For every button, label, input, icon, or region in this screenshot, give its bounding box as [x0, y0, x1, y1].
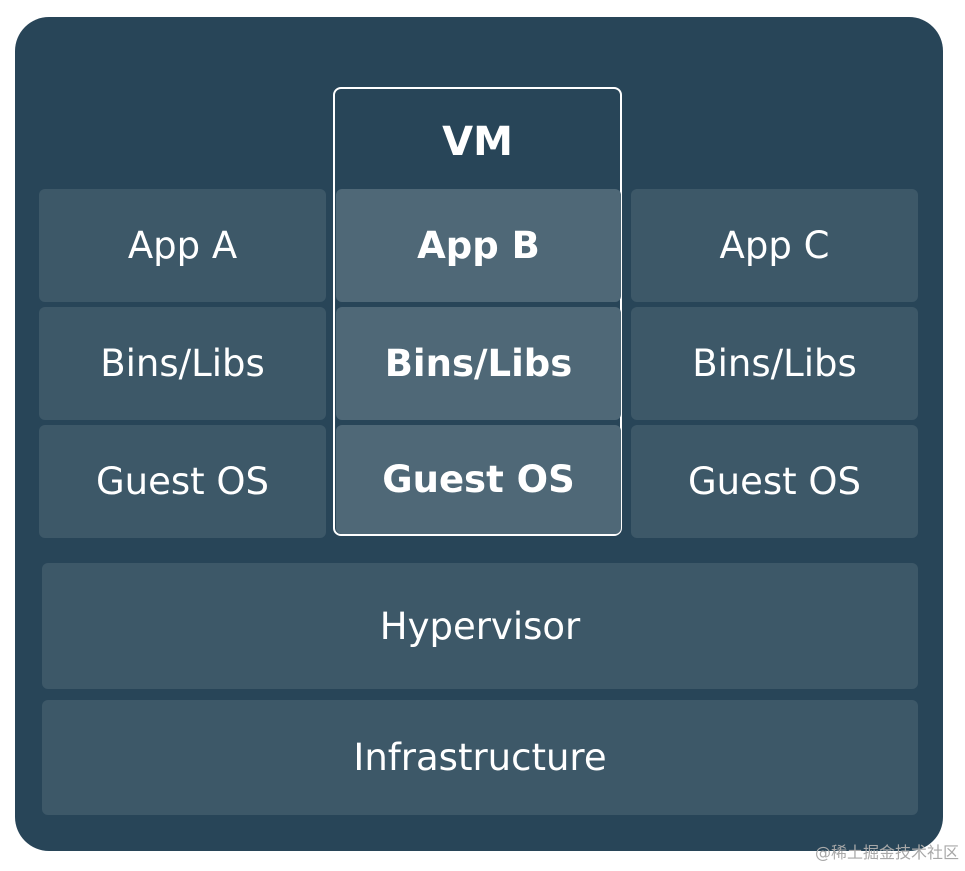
app-b-box: App B — [336, 189, 621, 302]
app-c-box: App C — [631, 189, 918, 302]
app-a-box: App A — [39, 189, 326, 302]
hypervisor-box: Hypervisor — [42, 563, 918, 689]
bins-libs-c-box: Bins/Libs — [631, 307, 918, 420]
watermark: @稀土掘金技术社区 — [814, 843, 959, 862]
vm-label: VM — [442, 119, 513, 165]
guest-os-a-box: Guest OS — [39, 425, 326, 538]
bins-libs-b-box: Bins/Libs — [336, 307, 621, 420]
infrastructure-box: Infrastructure — [42, 700, 918, 815]
guest-os-b-box: Guest OS — [336, 425, 621, 534]
guest-os-c-box: Guest OS — [631, 425, 918, 538]
bins-libs-a-box: Bins/Libs — [39, 307, 326, 420]
